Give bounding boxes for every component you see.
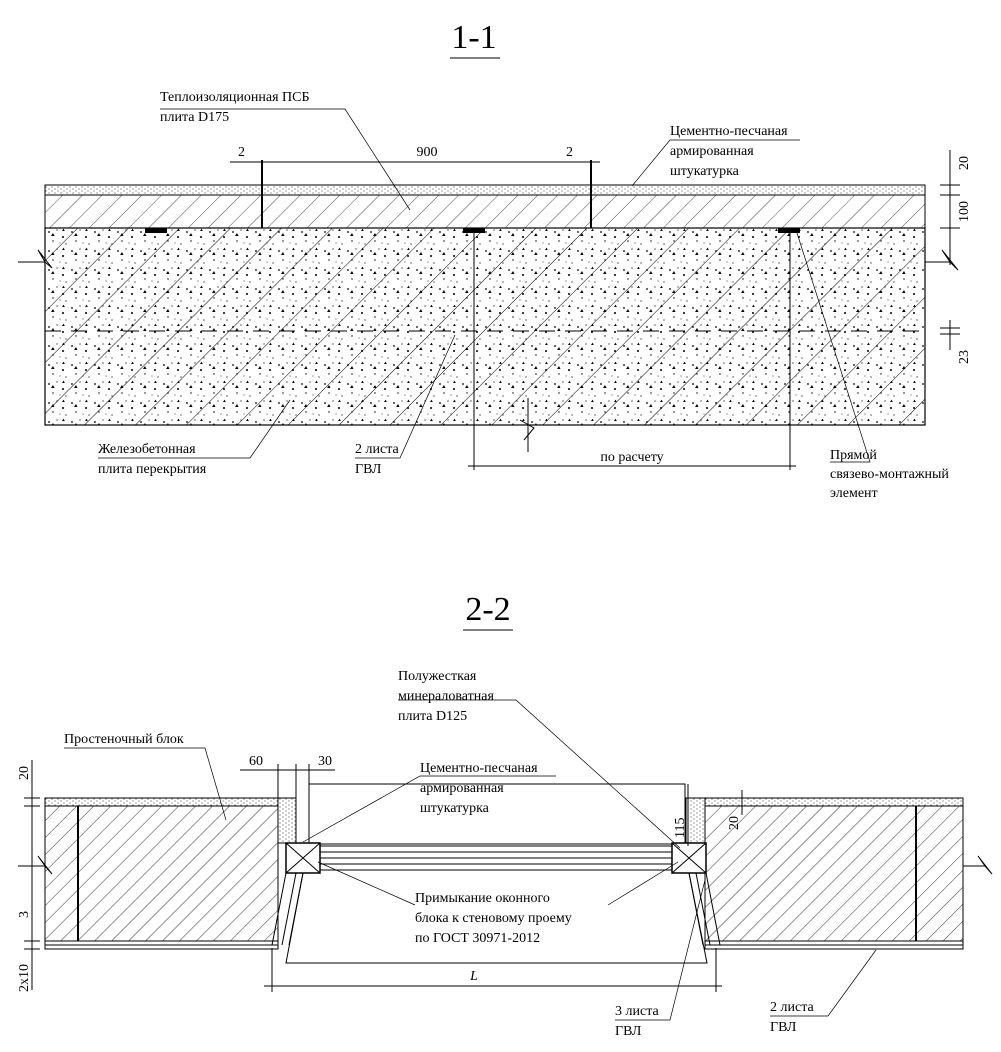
dim-2x10: 2x10 [17, 964, 32, 992]
label-gvl2-2: ГВЛ [770, 1020, 797, 1035]
dim-23: 23 [957, 350, 972, 364]
label-gvl2-1: 2 листа [770, 1000, 814, 1015]
section-title-2-2: 2-2 [465, 591, 510, 628]
label-tie-2: связево-монтажный [830, 467, 949, 482]
leader-plaster-2 [302, 775, 556, 843]
reveal-plaster-left [277, 797, 297, 844]
break-bottom-1 [519, 398, 535, 452]
dim-20: 20 [957, 156, 972, 170]
label-plaster1-1: Цементно-песчаная [670, 124, 788, 139]
label-slab-2: плита перекрытия [98, 462, 207, 477]
anchor-1 [145, 228, 167, 233]
label-mw-3: плита D125 [398, 709, 467, 724]
label-mw-1: Полужесткая [398, 669, 477, 684]
leader-plaster-1 [631, 139, 800, 187]
dim-20-right: 20 [727, 816, 742, 830]
concrete-aggregate [45, 228, 925, 425]
plaster-right-2 [704, 797, 964, 807]
label-plaster2-3: штукатурка [420, 801, 490, 816]
pier-block-right [704, 805, 964, 942]
section-1-1: 1-1 2 900 2 20 100 [18, 19, 972, 501]
dim-20-left: 20 [17, 766, 32, 780]
leader-gvl-3 [615, 879, 706, 1021]
plaster-layer-1 [44, 184, 926, 196]
dim-115: 115 [673, 818, 688, 838]
label-slab-1: Железобетонная [98, 442, 196, 457]
section-2-2: 2-2 [17, 591, 993, 1039]
label-wj-2: блока к стеновому проему [415, 911, 572, 926]
label-mw-2: минераловатная [398, 689, 494, 704]
dim-100: 100 [957, 201, 972, 222]
frame-box-right-x [671, 842, 707, 874]
leader-pier-block [64, 747, 227, 821]
dim-L: L [469, 969, 478, 984]
label-pier-block: Простеночный блок [64, 732, 184, 747]
leader-window-joint-left [317, 861, 416, 906]
leader-slab [98, 399, 291, 459]
leader-insulation [160, 108, 411, 211]
break-left-2 [18, 855, 53, 875]
frame-box-left-x [285, 842, 321, 874]
label-insulation-2: плита D175 [160, 110, 229, 125]
reveal-plaster-right [685, 797, 706, 844]
label-tie-1: Прямой [830, 448, 877, 463]
pier-block-left [44, 805, 279, 942]
leader-tie [796, 232, 871, 463]
label-wj-1: Примыкание оконного [415, 891, 550, 906]
section-title-1-1: 1-1 [451, 19, 496, 56]
label-plaster1-3: штукатурка [670, 164, 740, 179]
label-gvl1-2: ГВЛ [355, 462, 382, 477]
label-plaster1-2: армированная [670, 144, 754, 159]
dim-2-left: 2 [238, 145, 245, 160]
leader-window-joint-right [607, 861, 679, 906]
dim-3: 3 [17, 911, 32, 918]
label-wj-3: по ГОСТ 30971-2012 [415, 931, 540, 946]
window-sill-outline [285, 872, 708, 964]
leader-gvl-1 [355, 334, 456, 459]
label-gvl1-1: 2 листа [355, 442, 399, 457]
break-right-1 [925, 249, 959, 271]
leader-mineral-wool [398, 699, 681, 849]
break-left-1 [18, 249, 53, 269]
anchor-2 [463, 228, 485, 233]
window-upper-block [308, 783, 686, 845]
dim-900: 900 [417, 145, 438, 160]
dim-2-right: 2 [566, 145, 573, 160]
dim-60: 60 [249, 754, 263, 769]
dim-spacing: по расчету [600, 450, 663, 465]
break-right-2 [963, 855, 993, 875]
label-insulation-1: Теплоизоляционная ПСБ [160, 90, 310, 105]
label-tie-3: элемент [830, 486, 878, 501]
insulation-layer [44, 194, 926, 229]
label-gvl3-2: ГВЛ [615, 1024, 642, 1039]
leader-gvl-2 [770, 949, 877, 1017]
label-plaster2-1: Цементно-песчаная [420, 761, 538, 776]
plaster-left-2 [44, 797, 279, 807]
label-plaster2-2: армированная [420, 781, 504, 796]
anchor-3 [778, 228, 800, 233]
label-gvl3-1: 3 листа [615, 1004, 659, 1019]
dim-30: 30 [318, 754, 332, 769]
